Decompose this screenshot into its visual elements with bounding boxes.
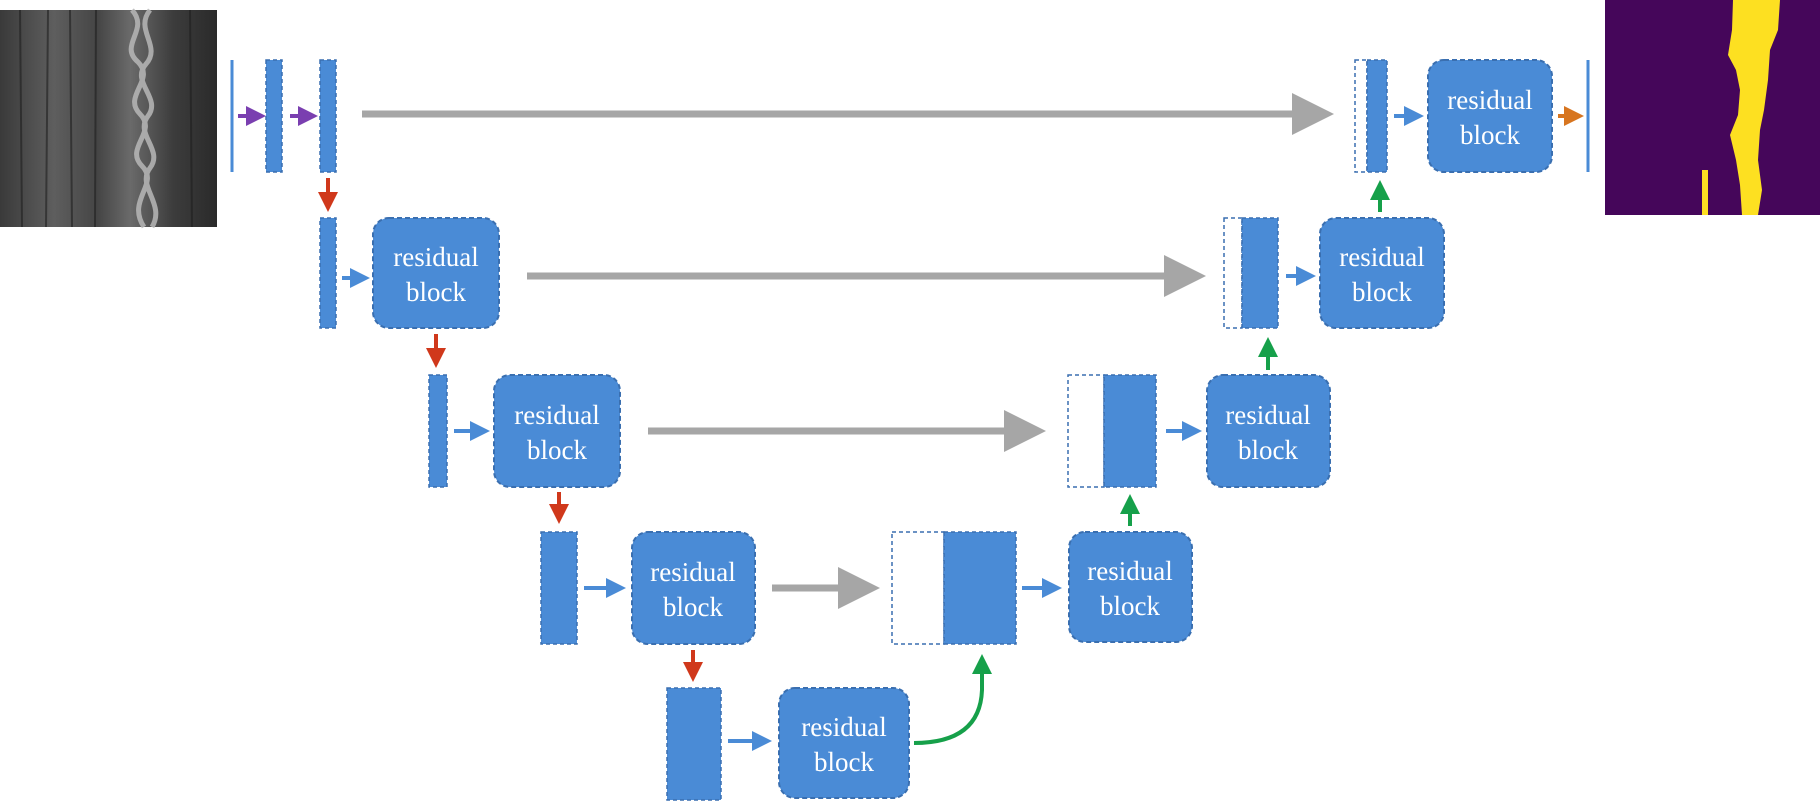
residual-block-enc3: residual block xyxy=(493,374,621,488)
decoder-level-3: residual block xyxy=(1067,337,1331,488)
residual-block-dec3: residual block xyxy=(1206,374,1331,488)
input-texture-image xyxy=(0,8,217,229)
mask-foreground-region xyxy=(1728,0,1780,215)
encoder-level-1 xyxy=(230,59,338,212)
decoder-level-2: residual block xyxy=(1223,180,1445,329)
residual-block-label: block xyxy=(406,277,466,307)
bottleneck-level: residual block xyxy=(666,654,992,801)
residual-block-label: residual xyxy=(801,712,886,742)
encoder-level-2: residual block xyxy=(319,217,500,368)
decoder-level-1: residual block xyxy=(1354,59,1590,173)
concat-up-4 xyxy=(943,531,1017,645)
feature-map-1a xyxy=(265,59,283,173)
residual-block-label: block xyxy=(663,592,723,622)
concat-up-1 xyxy=(1366,59,1388,173)
concat-skip-1 xyxy=(1354,59,1368,173)
residual-block-label: residual xyxy=(1447,85,1532,115)
residual-block-label: block xyxy=(1100,591,1160,621)
residual-block-bottleneck: residual block xyxy=(778,687,910,799)
upsample-arrow-bottleneck xyxy=(913,654,992,745)
residual-block-label: residual xyxy=(650,557,735,587)
residual-block-label: block xyxy=(814,747,874,777)
segmentation-mask-image xyxy=(1605,0,1820,215)
concat-skip-3 xyxy=(1067,374,1105,488)
residual-block-dec2: residual block xyxy=(1319,217,1445,329)
residual-block-label: block xyxy=(527,435,587,465)
residual-block-dec4: residual block xyxy=(1068,531,1193,643)
residual-block-label: residual xyxy=(393,242,478,272)
residual-block-label: block xyxy=(1460,120,1520,150)
residual-block-label: residual xyxy=(1087,556,1172,586)
residual-block-label: residual xyxy=(1339,242,1424,272)
feature-map-2 xyxy=(319,217,337,329)
encoder-level-4: residual block xyxy=(540,531,756,682)
residual-block-enc2: residual block xyxy=(372,217,500,329)
residual-block-label: block xyxy=(1238,435,1298,465)
feature-map-1b xyxy=(319,59,337,173)
residual-block-label: residual xyxy=(1225,400,1310,430)
feature-map-4 xyxy=(540,531,578,645)
concat-up-3 xyxy=(1103,374,1157,488)
residual-block-enc4: residual block xyxy=(631,531,756,645)
residual-block-label: residual xyxy=(514,400,599,430)
feature-map-3 xyxy=(428,374,448,488)
residual-block-dec1: residual block xyxy=(1427,59,1553,173)
concat-skip-2 xyxy=(1223,217,1243,329)
braided-rope-texture xyxy=(128,8,159,229)
encoder-level-3: residual block xyxy=(428,374,621,524)
concat-skip-4 xyxy=(891,531,945,645)
residual-block-label: block xyxy=(1352,277,1412,307)
feature-map-5 xyxy=(666,687,722,801)
decoder-level-4: residual block xyxy=(891,494,1193,645)
concat-up-2 xyxy=(1241,217,1279,329)
